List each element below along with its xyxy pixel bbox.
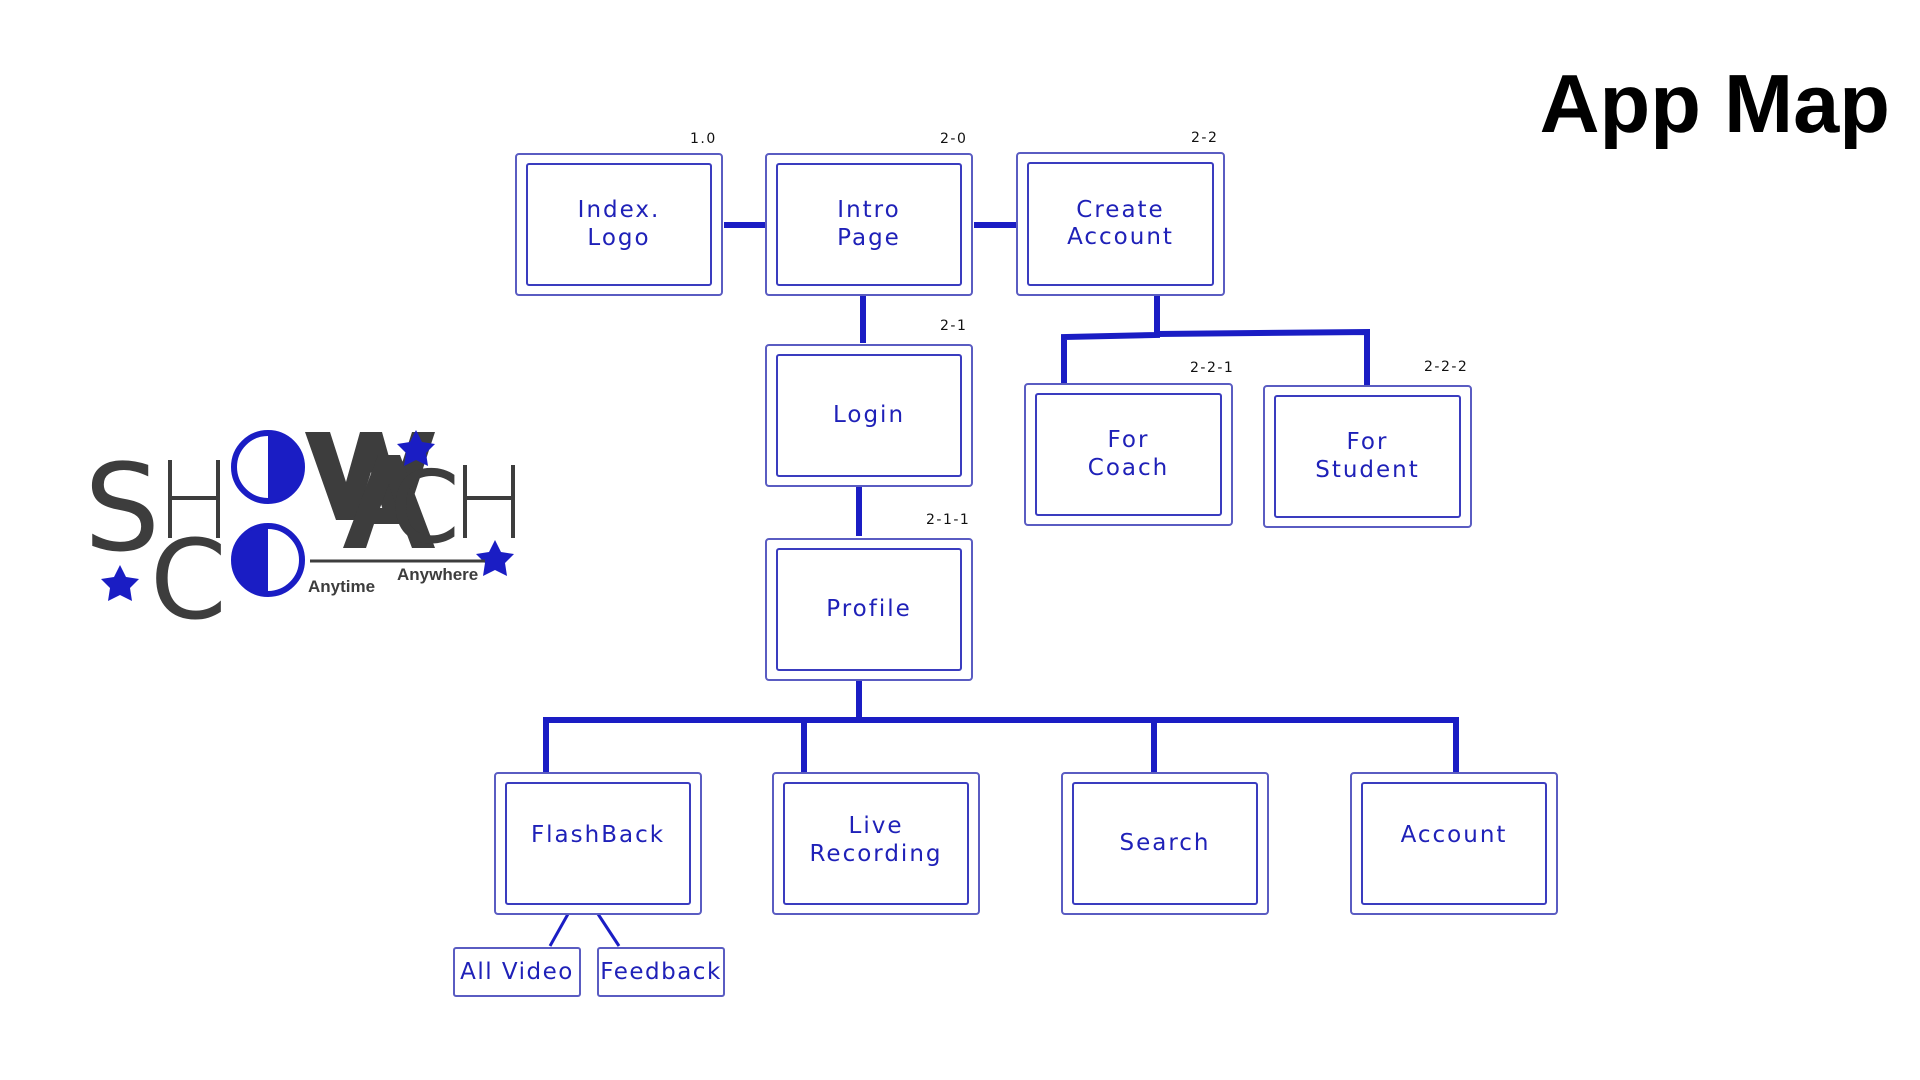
node-code: 2-2-2: [1424, 359, 1469, 375]
node-search: Search: [1061, 772, 1269, 915]
node-code: 2-2-1: [1190, 360, 1235, 376]
node-feedback: Feedback: [597, 947, 725, 997]
logo-letter-a: [343, 455, 435, 548]
logo-letter-o-top: [231, 430, 305, 504]
logo-letter-h: [168, 460, 220, 538]
node-label: Create Account: [1067, 196, 1174, 250]
logo-star-left: [101, 565, 139, 601]
node-label: All Video: [460, 959, 574, 985]
node-label: For Student: [1315, 429, 1420, 483]
logo-letter-c-left: C: [150, 516, 227, 620]
logo-letter-c-right: C: [390, 449, 460, 566]
node-code: 2-0: [940, 131, 968, 147]
connector-flashback-feedback: [596, 913, 621, 947]
node-profile: Profile: [765, 538, 973, 681]
node-code: 2-1: [940, 318, 968, 334]
node-label: Intro Page: [837, 197, 901, 251]
connector-create-children: [1061, 296, 1160, 386]
node-for-student: For Student: [1263, 385, 1472, 528]
page-title: App Map: [1539, 57, 1890, 150]
connector-create-student: [1156, 328, 1370, 386]
node-account: Account: [1350, 772, 1558, 915]
node-label: FlashBack: [530, 821, 666, 848]
node-code: 2-1-1: [926, 512, 971, 528]
node-code: 2-2: [1191, 130, 1219, 146]
node-create-account: Create Account: [1016, 152, 1225, 296]
node-all-video: All Video: [453, 947, 581, 997]
node-code: 1.0: [690, 131, 717, 147]
node-label: Profile: [826, 595, 912, 622]
node-flashback: FlashBack: [494, 772, 702, 915]
node-label: Feedback: [600, 959, 722, 985]
node-live-recording: Live Recording: [772, 772, 980, 915]
logo-star-right: [476, 540, 514, 576]
node-label: Index. Logo: [577, 197, 661, 251]
node-login: Login: [765, 344, 973, 487]
node-label: Account: [1400, 821, 1508, 848]
logo-star-top: [397, 430, 435, 466]
logo-letter-s: S: [90, 440, 160, 579]
node-label: Login: [832, 401, 906, 428]
node-intro-page: Intro Page: [765, 153, 973, 296]
node-label: For Coach: [1087, 427, 1170, 481]
node-for-coach: For Coach: [1024, 383, 1233, 526]
logo-letter-h-right: [463, 465, 515, 538]
node-label: Search: [1119, 829, 1211, 856]
show-coach-logo: S C C: [90, 430, 515, 620]
logo-letter-o-bottom: [231, 523, 305, 597]
logo-tagline-anytime: Anytime: [308, 577, 375, 596]
connector-flashback-allvideo: [548, 913, 570, 947]
logo-tagline-anywhere: Anywhere: [397, 565, 478, 584]
node-label: Live Recording: [809, 813, 943, 867]
node-index-logo: Index. Logo: [515, 153, 723, 296]
